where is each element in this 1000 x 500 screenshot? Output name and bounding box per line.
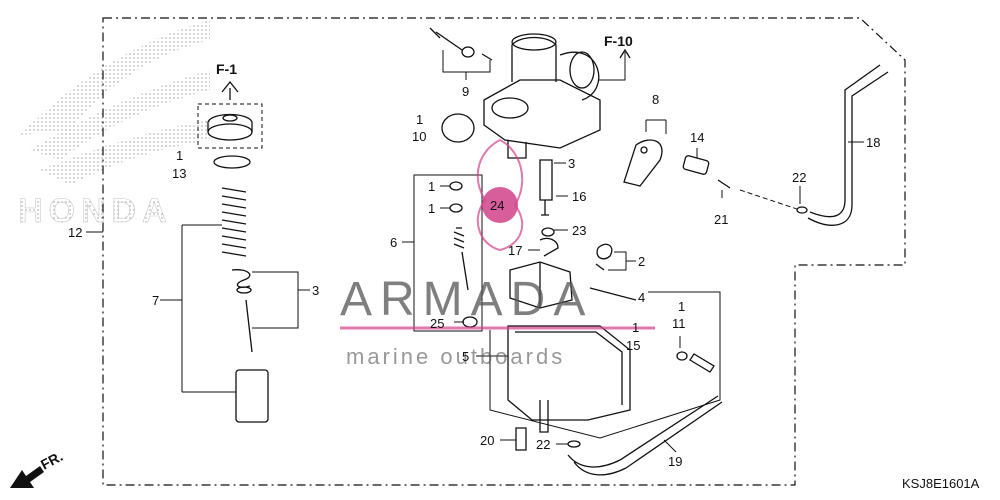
gasket-ring — [213, 155, 251, 169]
ref-front: FR. — [38, 448, 65, 473]
callout-13: 13 — [172, 166, 186, 181]
callout-22: 22 — [792, 170, 806, 185]
callout-15: 15 — [626, 338, 640, 353]
callout-1: 1 — [176, 148, 183, 163]
callout-9: 9 — [462, 84, 469, 99]
callout-2: 2 — [638, 254, 645, 269]
callout-5: 5 — [462, 349, 469, 364]
callout-18: 18 — [866, 135, 880, 150]
callout-14: 14 — [690, 130, 704, 145]
throttle-valve — [235, 369, 269, 423]
vent-hose — [807, 64, 889, 226]
callout-24: 24 — [490, 198, 504, 213]
callout-1: 1 — [632, 320, 639, 335]
callout-7: 7 — [152, 293, 159, 308]
callout-19: 19 — [668, 454, 682, 469]
callout-8: 8 — [652, 92, 659, 107]
honda-logo-text: HONDA — [18, 192, 173, 230]
callout-3: 3 — [312, 283, 319, 298]
callout-1: 1 — [428, 179, 435, 194]
armada-watermark: ARMADA marine outboards — [340, 138, 655, 369]
callout-3: 3 — [568, 156, 575, 171]
throttle-link — [623, 119, 808, 214]
float-group — [509, 243, 637, 309]
o-ring — [441, 113, 475, 143]
drain-parts — [500, 395, 723, 476]
callout-22: 22 — [536, 437, 550, 452]
watermark-title: ARMADA — [340, 273, 593, 326]
callout-1: 1 — [416, 112, 423, 127]
callout-4: 4 — [638, 290, 645, 305]
watermark-subtitle: marine outboards — [346, 344, 565, 369]
callout-25: 25 — [430, 316, 444, 331]
honda-wing-logo: HONDA — [18, 20, 210, 230]
ref-f10: F-10 — [604, 33, 633, 49]
assembly-boundary — [102, 17, 906, 486]
callout-10: 10 — [412, 129, 426, 144]
callout-21: 21 — [714, 212, 728, 227]
carburetor-body — [429, 27, 631, 159]
callout-11: 11 — [672, 316, 686, 331]
up-arrow-icon — [221, 80, 239, 100]
float-top-group — [86, 80, 310, 423]
spring-coil — [221, 187, 247, 257]
ref-f1: F-1 — [216, 61, 237, 77]
front-arrow-icon — [10, 466, 44, 488]
float-bowl — [476, 291, 721, 439]
callout-16: 16 — [572, 189, 586, 204]
diagram-code: KSJ8E1601A — [902, 476, 980, 491]
callout-1: 1 — [428, 201, 435, 216]
callout-20: 20 — [480, 433, 494, 448]
callout-1: 1 — [678, 299, 685, 314]
callout-6: 6 — [390, 235, 397, 250]
callout-17: 17 — [508, 243, 522, 258]
jet-group — [402, 159, 568, 332]
callout-23: 23 — [572, 223, 586, 238]
callout-12: 12 — [68, 225, 82, 240]
